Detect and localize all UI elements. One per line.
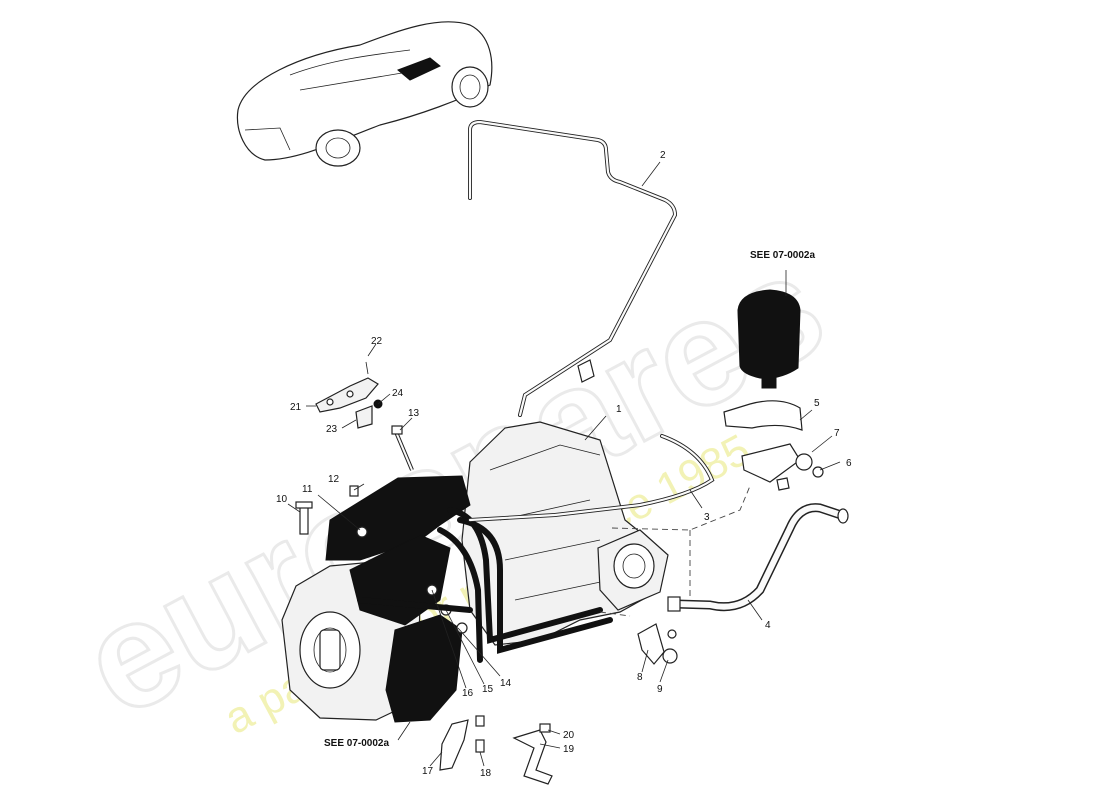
callout-7[interactable]: 7 bbox=[834, 428, 840, 439]
callout-9[interactable]: 9 bbox=[657, 684, 663, 695]
cooler-pipe bbox=[667, 503, 849, 612]
callout-13[interactable]: 13 bbox=[408, 408, 420, 419]
callout-10[interactable]: 10 bbox=[276, 494, 288, 505]
dipstick-tube bbox=[468, 119, 678, 417]
connection-lines bbox=[599, 485, 751, 617]
callout-6[interactable]: 6 bbox=[846, 458, 852, 469]
callout-4[interactable]: 4 bbox=[765, 620, 771, 631]
callout-24[interactable]: 24 bbox=[392, 388, 404, 399]
callout-14[interactable]: 14 bbox=[500, 678, 512, 689]
callout-23[interactable]: 23 bbox=[326, 424, 338, 435]
callout-20[interactable]: 20 bbox=[563, 730, 575, 741]
callout-18[interactable]: 18 bbox=[480, 768, 492, 779]
bolts bbox=[295, 425, 414, 535]
callout-19[interactable]: 19 bbox=[563, 744, 575, 755]
reference-labels: SEE 07-0002a SEE 07-0002a bbox=[324, 250, 815, 749]
callout-5[interactable]: 5 bbox=[814, 398, 820, 409]
callout-2[interactable]: 2 bbox=[660, 150, 666, 161]
callout-labels: 1 2 3 4 5 6 7 8 9 10 11 12 13 14 15 16 1… bbox=[276, 150, 852, 779]
callout-1[interactable]: 1 bbox=[616, 404, 622, 415]
filter-canister bbox=[737, 270, 801, 389]
lower-brackets bbox=[439, 623, 678, 785]
see-reference-lower[interactable]: SEE 07-0002a bbox=[324, 738, 389, 749]
gearbox-housing bbox=[461, 421, 669, 646]
filter-bracket bbox=[723, 400, 824, 491]
leader-lines bbox=[287, 161, 841, 767]
callout-8[interactable]: 8 bbox=[637, 672, 643, 683]
callout-16[interactable]: 16 bbox=[462, 688, 474, 699]
car-thumbnail bbox=[236, 21, 493, 167]
hydraulic-lines bbox=[357, 507, 613, 663]
callout-11[interactable]: 11 bbox=[302, 484, 313, 495]
callout-22[interactable]: 22 bbox=[371, 336, 383, 347]
callout-17[interactable]: 17 bbox=[422, 766, 434, 777]
callout-12[interactable]: 12 bbox=[328, 474, 340, 485]
upper-bracket bbox=[315, 361, 383, 429]
breather-hose bbox=[468, 434, 715, 522]
callout-3[interactable]: 3 bbox=[704, 512, 710, 523]
callout-21[interactable]: 21 bbox=[290, 402, 302, 413]
callout-15[interactable]: 15 bbox=[482, 684, 494, 695]
see-reference-upper[interactable]: SEE 07-0002a bbox=[750, 250, 815, 261]
